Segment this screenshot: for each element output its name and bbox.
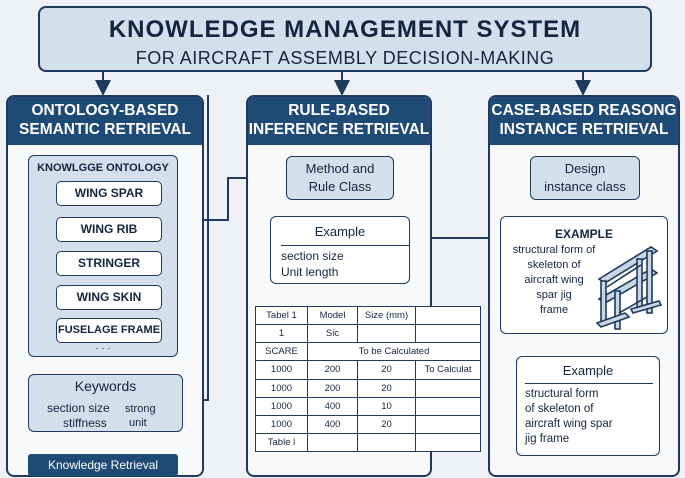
rule-example-box: Example section size Unit length	[270, 216, 410, 284]
case-example2-text: structural form of skeleton of aircraft …	[525, 387, 613, 447]
table-row: 1000 200 20	[255, 378, 481, 398]
table-cell: 20	[357, 360, 416, 380]
table-row: 1000 400 20	[255, 414, 481, 434]
table-cell: 1000	[255, 360, 308, 380]
table-cell: 200	[307, 360, 358, 380]
table-cell	[357, 324, 416, 344]
table-cell: 1000	[255, 378, 308, 398]
case-example-line: frame	[539, 304, 569, 316]
table-cell: 200	[307, 378, 358, 398]
table-row: 1 Sic	[255, 324, 481, 344]
case-header: CASE-BASED REASONG INSTANCE RETRIEVAL	[490, 97, 678, 145]
case-example-line: skeleton of	[527, 259, 581, 271]
design-line2: instance class	[544, 179, 626, 194]
table-cell: 10	[357, 396, 416, 416]
table-row: Table l	[255, 432, 481, 453]
table-cell: 20	[357, 378, 416, 398]
keywords-panel: Keywords section size strong stiffness u…	[28, 374, 183, 432]
method-rule-class-box: Method and Rule Class	[286, 156, 394, 200]
case-example-line: structural form of	[512, 244, 596, 256]
ontology-header: ONTOLOGY-BASED SEMANTIC RETRIEVAL	[8, 97, 202, 145]
table-cell: SCARE	[255, 342, 308, 362]
rule-example-line2: Unit length	[281, 265, 339, 279]
title-banner: KNOWLEDGE MANAGEMENT SYSTEM FOR AIRCRAFT…	[38, 6, 652, 72]
table-cell: Sic	[307, 324, 358, 344]
knowledge-retrieval-button[interactable]: Knowledge Retrieval	[28, 454, 178, 476]
rule-header-line2: INFERENCE RETRIEVAL	[248, 121, 430, 138]
design-instance-class-box: Design instance class	[530, 156, 640, 200]
case-header-line2: INSTANCE RETRIEVAL	[499, 121, 669, 138]
rule-table: Tabel 1 Model Size (mm) 1 Sic SCARE To b…	[255, 305, 481, 453]
table-row: 1000 200 20 To Calculat	[255, 360, 481, 380]
keywords-title: Keywords	[74, 378, 137, 394]
table-cell: 1	[255, 324, 308, 344]
method-line1: Method and	[305, 161, 375, 176]
rule-header: RULE-BASED INFERENCE RETRIEVAL	[248, 97, 430, 145]
table-cell	[415, 324, 481, 344]
case-example2-line: aircraft wing spar	[525, 418, 613, 430]
table-row: Tabel 1 Model Size (mm)	[255, 305, 481, 326]
keyword-unit: unit	[129, 417, 147, 429]
rule-example-title: Example	[314, 224, 366, 239]
ontology-item-wing-spar[interactable]: WING SPAR	[56, 181, 162, 206]
case-header-line1: CASE-BASED REASONG	[491, 102, 677, 119]
rule-header-line1: RULE-BASED	[288, 102, 390, 119]
case-example-line: spar jig	[536, 289, 572, 301]
case-example-text: structural form of skeleton of aircraft …	[509, 243, 599, 318]
case-example2-line: of skeleton of	[525, 403, 594, 415]
table-cell	[415, 378, 481, 398]
rule-example-line1: section size	[281, 249, 344, 263]
table-cell: Size (mm)	[357, 305, 416, 326]
table-cell: 400	[307, 414, 358, 434]
ontology-header-line1: ONTOLOGY-BASED	[31, 102, 179, 119]
design-line1: Design	[564, 161, 606, 176]
case-example2-line: structural form	[525, 388, 599, 400]
table-cell	[415, 305, 481, 326]
table-cell: Table l	[255, 432, 308, 453]
case-example2-title: Example	[562, 363, 614, 378]
ontology-item-wing-rib[interactable]: WING RIB	[56, 217, 162, 242]
ontology-item-stringer[interactable]: STRINGER	[56, 251, 162, 276]
table-cell: 1000	[255, 396, 308, 416]
jig-frame-illustration	[595, 246, 663, 330]
title-line-1: KNOWLEDGE MANAGEMENT SYSTEM	[108, 16, 582, 43]
table-cell: Tabel 1	[255, 305, 308, 326]
table-cell	[415, 414, 481, 434]
table-cell: Model	[307, 305, 358, 326]
keyword-strong: strong	[125, 403, 156, 415]
table-row: SCARE To be Calculated	[255, 342, 481, 362]
case-example2-line: jig frame	[525, 433, 570, 445]
method-line2: Rule Class	[308, 179, 372, 194]
table-cell: To Calculat	[415, 360, 481, 380]
table-cell	[307, 432, 358, 453]
table-cell	[357, 432, 416, 453]
table-cell	[415, 396, 481, 416]
ontology-ellipsis: · · ·	[95, 343, 111, 354]
ontology-item-wing-skin[interactable]: WING SKIN	[56, 285, 162, 310]
ontology-header-line2: SEMANTIC RETRIEVAL	[19, 121, 191, 138]
table-cell: 400	[307, 396, 358, 416]
table-cell: To be Calculated	[307, 342, 481, 362]
ontology-item-fuselage-frame[interactable]: FUSELAGE FRAME	[56, 318, 162, 343]
keyword-section-size: section size	[47, 401, 110, 415]
keyword-stiffness: stiffness	[63, 416, 107, 430]
table-row: 1000 400 10	[255, 396, 481, 416]
ontology-title: KNOWLGGE ONTOLOGY	[37, 162, 169, 174]
case-example-title: EXAMPLE	[554, 227, 613, 241]
case-example-box: EXAMPLE structural form of skeleton of a…	[500, 216, 668, 334]
table-cell: 1000	[255, 414, 308, 434]
case-example2-box: Example structural form of skeleton of a…	[516, 356, 660, 456]
case-example-line: aircraft wing	[524, 274, 584, 286]
rule-example-divider	[281, 245, 409, 246]
case-example2-divider	[525, 383, 653, 384]
table-cell	[415, 432, 481, 453]
title-line-2: FOR AIRCRAFT ASSEMBLY DECISION-MAKING	[135, 48, 555, 68]
table-cell: 20	[357, 414, 416, 434]
